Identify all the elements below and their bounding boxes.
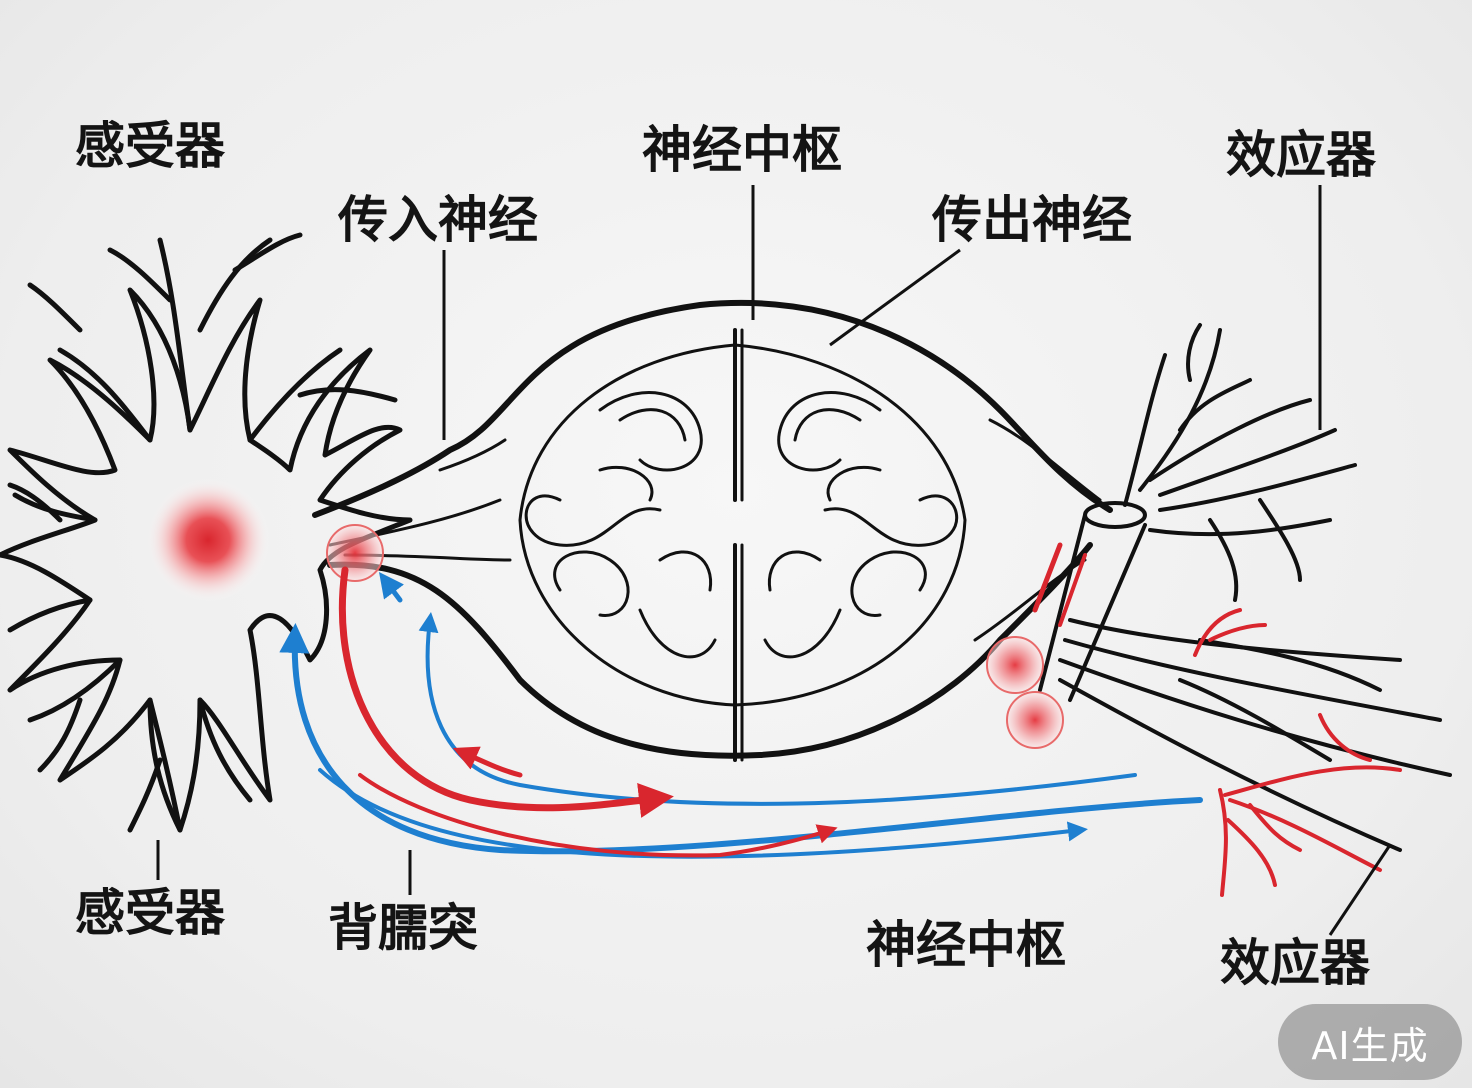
red-pathway-secondary bbox=[358, 773, 838, 858]
label-efferent-nerve: 传出神经 bbox=[931, 191, 1132, 249]
blue-pathway-inner bbox=[418, 612, 1137, 806]
ai-generated-badge: AI生成 bbox=[1278, 1004, 1462, 1080]
nerve-center-body bbox=[312, 299, 1113, 762]
synapse-glow bbox=[326, 524, 384, 582]
label-effector-bottom: 效应器 bbox=[1220, 934, 1371, 992]
label-nerve-center-top: 神经中枢 bbox=[642, 121, 842, 179]
blue-pathway-lower bbox=[318, 768, 1088, 859]
blue-pathway-outer bbox=[279, 623, 1203, 855]
label-effector-top: 效应器 bbox=[1226, 126, 1377, 184]
label-receptor-top: 感受器 bbox=[75, 117, 226, 175]
signal-pathways bbox=[279, 566, 1203, 859]
blue-pathway-synapse bbox=[379, 572, 404, 603]
label-dorsal: 背臑突 bbox=[328, 899, 478, 957]
effector-structure bbox=[1038, 323, 1452, 852]
receptor-glow bbox=[146, 478, 270, 602]
leader-effector-bottom bbox=[1328, 844, 1392, 936]
red-pathway-small bbox=[452, 746, 523, 778]
receptor-neuron bbox=[0, 232, 413, 833]
leader-efferent bbox=[829, 248, 961, 347]
red-pathway-main bbox=[338, 566, 674, 818]
label-nerve-center-bottom: 神经中枢 bbox=[866, 916, 1066, 974]
leader-lines bbox=[156, 185, 1392, 936]
effector-glow-1 bbox=[986, 636, 1044, 694]
label-afferent-nerve: 传入神经 bbox=[337, 191, 538, 249]
effector-glow-2 bbox=[1006, 691, 1064, 749]
label-receptor-bottom: 感受器 bbox=[75, 884, 226, 942]
effector-red-branches bbox=[1032, 542, 1402, 897]
